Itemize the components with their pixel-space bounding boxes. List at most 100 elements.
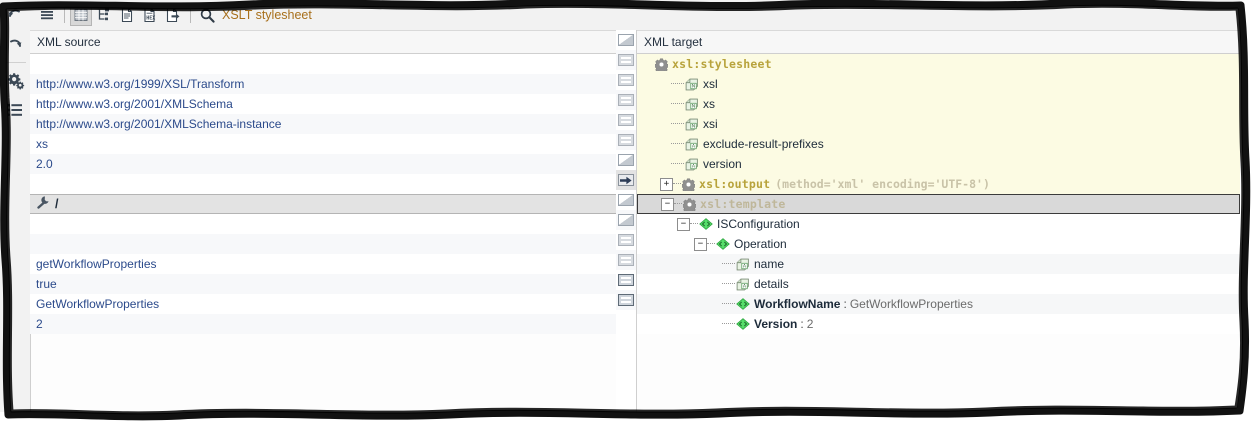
source-row[interactable]: http://www.w3.org/1999/XSL/Transform [30,74,636,94]
tree-connector-line [722,303,735,305]
tree-connector-line [671,163,684,165]
source-row-path: / [55,197,59,211]
xml-source-header: XML source [30,30,636,54]
value-connector-box[interactable] [616,70,636,90]
source-row[interactable]: 2.0 [30,154,636,174]
tree-row[interactable]: N xsl [637,74,1240,94]
tree-node-label: xsl:stylesheet [672,57,772,71]
source-row[interactable]: http://www.w3.org/2001/XMLSchema [30,94,636,114]
value-connector-box[interactable] [616,250,636,270]
text-document-icon[interactable] [116,4,138,26]
tree-row[interactable]: − Operation [637,234,1240,254]
grid-table-icon[interactable] [70,4,92,26]
tree-connector-line [671,143,684,145]
tree-indent-spacer [660,79,671,90]
list-properties-icon[interactable] [0,95,30,125]
source-value: 2.0 [36,157,53,171]
source-row[interactable]: true [30,274,636,294]
value-connector-box[interactable] [616,230,636,250]
source-value: http://www.w3.org/2001/XMLSchema [36,97,233,111]
tree-row[interactable]: N xsi [637,114,1240,134]
tree-row-selected[interactable]: − xsl:template [637,194,1240,214]
hex-document-icon[interactable]: HEX [139,4,161,26]
tree-connector-line [690,223,698,225]
tree-row[interactable]: N xs [637,94,1240,114]
tree-node-value: 2 [806,317,814,331]
selected-connector-box[interactable] [616,170,636,190]
mapped-connector-box[interactable] [616,270,636,290]
tree-row[interactable]: Version:2 [637,314,1240,334]
toolbar-title-label: XSLT stylesheet [222,8,312,22]
tree-row[interactable]: A exclude-result-prefixes [637,134,1240,154]
undo-icon[interactable] [0,0,30,30]
tree-node-separator: : [800,317,804,331]
tree-row[interactable]: + xsl:output(method='xml' encoding='UTF-… [637,174,1240,194]
redo-icon[interactable] [0,30,30,60]
source-row[interactable]: xs [30,134,636,154]
left-toolstrip [0,0,31,412]
collapse-icon[interactable]: − [661,197,674,211]
source-row-empty [30,54,636,74]
tree-row[interactable]: A name [637,254,1240,274]
hamburger-menu-icon[interactable] [36,4,58,26]
tree-node-label: xsl:output [699,177,771,191]
source-value: xs [36,137,48,151]
tree-hierarchy-icon[interactable] [93,4,115,26]
svg-text:N: N [692,103,696,109]
tree-node-label: xsi [703,117,718,131]
svg-text:N: N [692,123,696,129]
value-connector-box[interactable] [616,130,636,150]
value-connector-box[interactable] [616,90,636,110]
namespace-tag-icon: N [685,118,699,131]
tree-row[interactable]: A version [637,154,1240,174]
tree-node-separator: : [843,297,847,311]
source-row[interactable]: getWorkflowProperties [30,254,636,274]
element-diamond-icon [699,218,713,230]
source-row-selected[interactable]: / [30,194,636,214]
source-value: getWorkflowProperties [36,257,157,271]
source-row[interactable]: GetWorkflowProperties [30,294,636,314]
value-connector-box[interactable] [616,50,636,70]
tree-row[interactable]: A details [637,274,1240,294]
value-connector-box[interactable] [616,110,636,130]
xml-source-rows: http://www.w3.org/1999/XSL/Transform http… [30,54,636,334]
tree-connector-line [674,203,682,205]
tree-node-label: xsl:template [700,197,786,211]
expand-icon[interactable]: + [660,177,673,191]
tree-row[interactable]: xsl:stylesheet [637,54,1240,74]
element-connector-box[interactable] [616,30,636,50]
gears-settings-icon[interactable] [0,65,30,95]
attribute-tag-icon: A [736,278,750,291]
source-value: http://www.w3.org/1999/XSL/Transform [36,77,245,91]
wrench-icon[interactable] [35,195,50,213]
tree-row[interactable]: − ISConfiguration [637,214,1240,234]
tree-indent-spacer [660,159,671,170]
editor-panes: XML source http://www.w3.org/1999/XSL/Tr… [30,30,1240,412]
source-row[interactable]: 2 [30,314,636,334]
search-icon[interactable] [196,4,218,26]
mapped-connector-box[interactable] [616,290,636,310]
tree-connector-line [707,243,715,245]
document-import-icon[interactable] [162,4,184,26]
tree-connector-line [722,283,735,285]
tree-node-label: Operation [734,237,787,251]
source-row[interactable]: http://www.w3.org/2001/XMLSchema-instanc… [30,114,636,134]
gear-icon [683,198,696,211]
source-row-empty [30,174,636,194]
namespace-tag-icon: N [685,98,699,111]
element-diamond-icon [736,298,750,310]
tree-row[interactable]: WorkflowName:GetWorkflowProperties [637,294,1240,314]
tree-indent-spacer [711,279,722,290]
element-connector-box[interactable] [616,210,636,230]
element-connector-box[interactable] [616,150,636,170]
tree-connector-line [671,103,684,105]
collapse-icon[interactable]: − [694,237,707,251]
element-connector-box[interactable] [616,190,636,210]
tree-connector-line [722,323,735,325]
tree-node-label: WorkflowName [754,297,841,311]
svg-text:HEX: HEX [146,16,155,22]
collapse-icon[interactable]: − [677,217,690,231]
tree-node-label: version [703,157,742,171]
connector-gutter [616,30,636,412]
source-value: true [36,277,57,291]
